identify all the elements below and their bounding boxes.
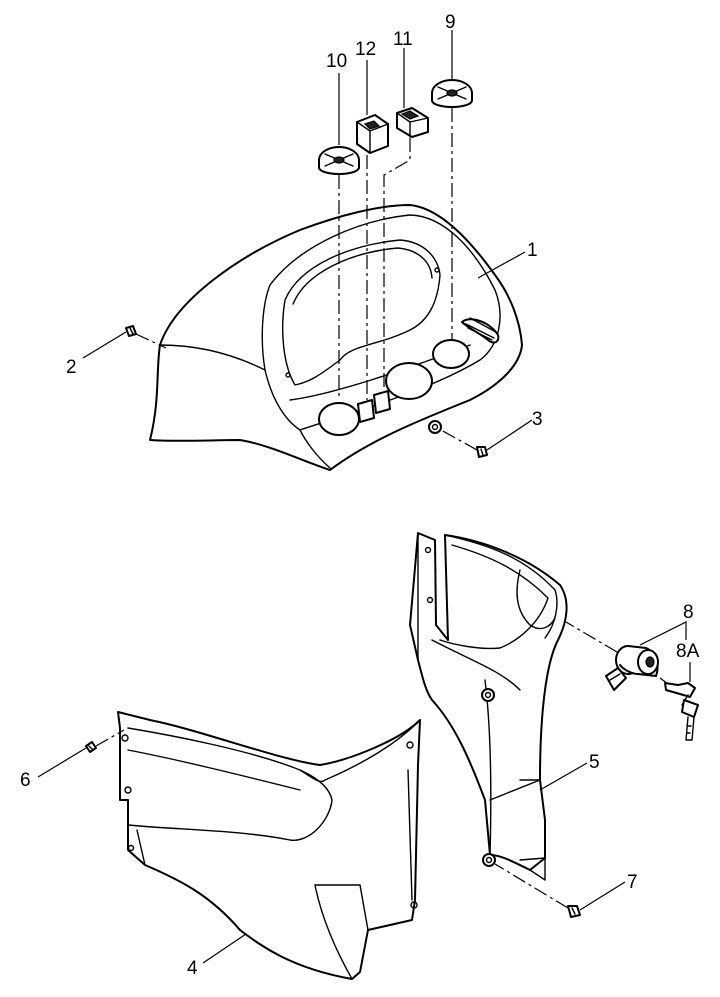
callout-1: 1 [527, 240, 538, 261]
switch-12 [356, 114, 389, 154]
callout-11: 11 [393, 29, 413, 50]
callout-8: 8 [683, 602, 694, 623]
callout-8a: 8A [676, 641, 700, 662]
leader-lines [37, 30, 691, 964]
screw-7 [567, 905, 581, 918]
right-lower-cover [409, 532, 568, 881]
screw-6 [85, 741, 97, 753]
screw-3 [476, 446, 488, 458]
callout-2: 2 [66, 357, 77, 378]
callout-9: 9 [445, 12, 456, 33]
callout-3: 3 [532, 409, 543, 430]
callout-6: 6 [20, 770, 31, 791]
gauge-9 [431, 79, 473, 108]
gauge-10 [318, 146, 360, 175]
instrument-console-housing [149, 204, 523, 471]
ignition-key-8a [664, 682, 699, 741]
switch-11 [396, 107, 429, 138]
callout-12: 12 [355, 39, 376, 60]
callout-7: 7 [627, 872, 638, 893]
callout-4: 4 [187, 958, 198, 979]
left-lower-cover [117, 711, 421, 980]
callout-labels: 1 2 3 4 5 6 7 8 8A 9 10 11 12 [20, 12, 700, 979]
screw-2 [125, 325, 137, 337]
callout-5: 5 [589, 752, 600, 773]
callout-10: 10 [326, 51, 347, 72]
ignition-switch-8 [605, 645, 659, 691]
